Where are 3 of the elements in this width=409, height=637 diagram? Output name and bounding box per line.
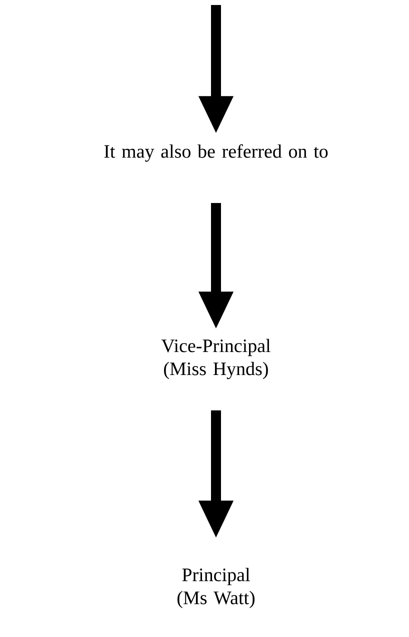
step-text: Vice-Principal (Miss Hynds) bbox=[161, 338, 270, 380]
step-text: Principal (Ms Watt) bbox=[178, 568, 255, 608]
step-text: It may also be referred on to bbox=[104, 144, 328, 162]
